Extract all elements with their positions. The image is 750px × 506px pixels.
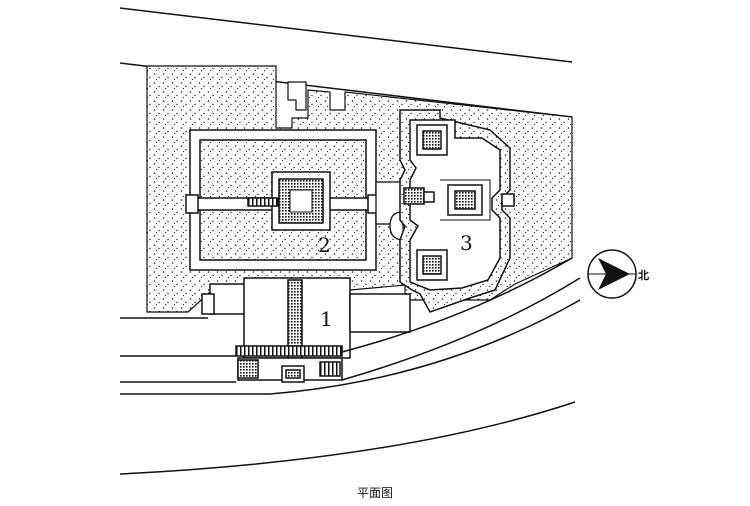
label-building-1: 1 (320, 307, 333, 331)
label-building-2: 2 (318, 233, 331, 257)
building-3-complex (399, 109, 515, 313)
north-gate (287, 81, 307, 111)
courtyard-2 (185, 129, 381, 271)
label-building-3: 3 (460, 231, 473, 255)
north-label: 北 (638, 268, 649, 282)
road-lines (119, 257, 581, 475)
plan-caption: 平面图 (356, 486, 393, 500)
north-arrow-icon: 北 (587, 249, 649, 299)
building-1-hall (201, 277, 411, 383)
